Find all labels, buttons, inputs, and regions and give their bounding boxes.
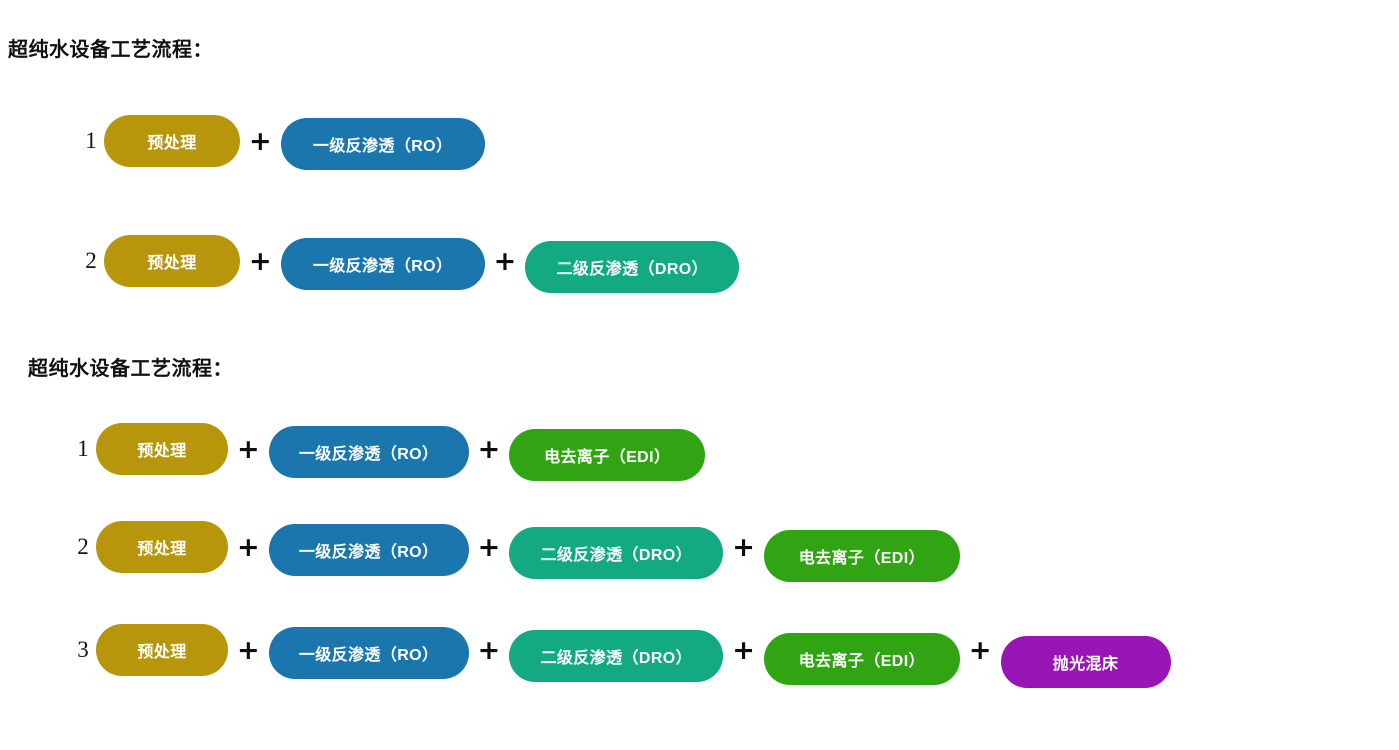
row-number: 1: [77, 436, 89, 461]
process-step-pill[interactable]: 电去离子（EDI）: [509, 429, 706, 481]
row-number: 2: [85, 248, 97, 273]
process-step-pill[interactable]: 电去离子（EDI）: [763, 530, 960, 582]
plus-icon: +: [237, 433, 260, 465]
process-step-pill[interactable]: 电去离子（EDI）: [763, 633, 960, 685]
plus-icon: +: [477, 634, 501, 666]
row-number: 3: [77, 637, 89, 662]
process-step-pill[interactable]: 二级反渗透（DRO）: [525, 241, 740, 293]
flow-row: 2 预处理 + 一级反渗透（RO） + 二级反渗透（DRO）: [78, 235, 740, 293]
process-step-pill[interactable]: 一级反渗透（RO）: [268, 426, 469, 478]
plus-icon: +: [249, 245, 272, 277]
plus-icon: +: [477, 531, 501, 563]
process-step-pill[interactable]: 二级反渗透（DRO）: [509, 630, 724, 682]
process-step-pill[interactable]: 预处理: [104, 115, 240, 167]
plus-icon: +: [477, 433, 501, 465]
row-number: 1: [85, 128, 97, 153]
plus-icon: +: [732, 634, 755, 666]
process-step-pill[interactable]: 一级反渗透（RO）: [268, 627, 469, 679]
process-step-pill[interactable]: 抛光混床: [1000, 636, 1171, 688]
process-step-pill[interactable]: 一级反渗透（RO）: [280, 118, 485, 170]
process-step-pill[interactable]: 一级反渗透（RO）: [280, 238, 485, 290]
section-title-ultrapure-water-1: 超纯水设备工艺流程：: [8, 39, 213, 61]
plus-icon: +: [732, 531, 755, 563]
plus-icon: +: [249, 125, 272, 157]
flow-row: 1 预处理 + 一级反渗透（RO）: [78, 115, 485, 170]
row-number: 2: [77, 534, 89, 559]
plus-icon: +: [493, 245, 517, 277]
process-step-pill[interactable]: 预处理: [96, 423, 228, 475]
section-title-ultrapure-water-2: 超纯水设备工艺流程：: [28, 358, 233, 380]
plus-icon: +: [968, 634, 992, 666]
process-step-pill[interactable]: 预处理: [96, 521, 228, 573]
process-step-pill[interactable]: 预处理: [104, 235, 240, 287]
process-step-pill[interactable]: 二级反渗透（DRO）: [509, 527, 724, 579]
flow-row: 1 预处理 + 一级反渗透（RO） + 电去离子（EDI）: [70, 423, 706, 481]
process-step-pill[interactable]: 一级反渗透（RO）: [268, 524, 469, 576]
flow-row: 2 预处理 + 一级反渗透（RO） + 二级反渗透（DRO） + 电去离子（ED…: [70, 521, 960, 582]
process-step-pill[interactable]: 预处理: [96, 624, 228, 676]
plus-icon: +: [237, 634, 260, 666]
plus-icon: +: [237, 531, 260, 563]
flow-row: 3 预处理 + 一级反渗透（RO） + 二级反渗透（DRO） + 电去离子（ED…: [70, 624, 1171, 688]
